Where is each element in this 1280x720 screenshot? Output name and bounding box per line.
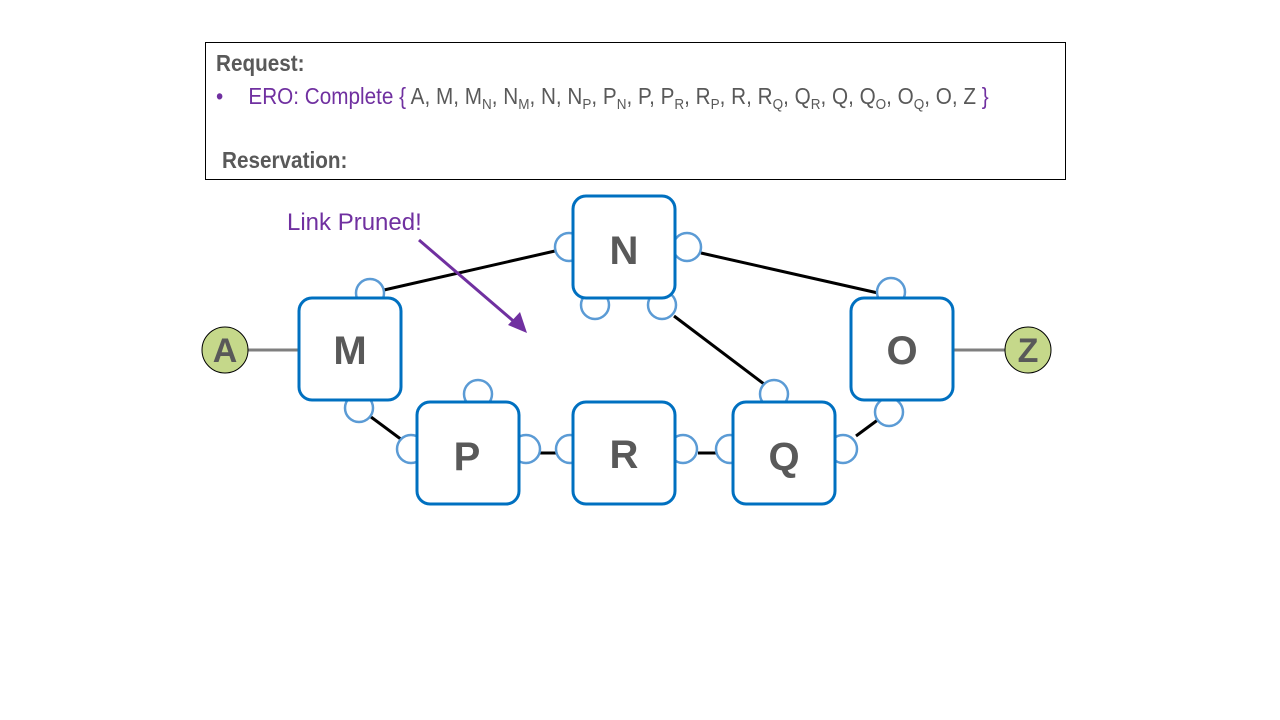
node-q [731, 400, 837, 506]
reservation-label: Reservation: [222, 147, 348, 173]
ero-hop: N [540, 83, 556, 109]
ero-hop: NM [503, 83, 530, 113]
ero-close-brace: } [981, 83, 989, 109]
endpoint-label-a: A [213, 332, 238, 370]
ero-line: •ERO: Complete { A, M, MN, NM, N, NP, PN… [216, 83, 989, 113]
ero-hop: RP [695, 83, 720, 113]
ero-hop: P [637, 83, 650, 109]
annotation-group: Link Pruned! [287, 209, 527, 333]
ero-hop-list: A, M, MN, NM, N, NP, PN, P, PR, RP, R, R… [410, 83, 977, 113]
ero-hop: Q [831, 83, 849, 109]
ero-hop: MN [464, 83, 492, 113]
link-n-o [700, 251, 879, 295]
endpoint-label-z: Z [1018, 332, 1039, 370]
ero-open-brace: { [399, 83, 407, 109]
ero-hop: NP [567, 83, 592, 113]
ero-hop: A [410, 83, 425, 109]
ero-hop: PN [602, 83, 627, 113]
link-m-p [370, 415, 403, 442]
port-n-right [671, 231, 703, 263]
node-label-p: P [454, 435, 481, 479]
link-n-q [673, 314, 765, 386]
nodes [297, 194, 955, 506]
port-o-bottom [873, 396, 905, 428]
ero-hop: M [435, 83, 454, 109]
node-r [571, 400, 677, 506]
ero-hop: OQ [897, 83, 925, 113]
endpoint-a [201, 326, 249, 374]
node-p [415, 400, 521, 506]
ero-hop: QO [859, 83, 887, 113]
node-label-m: M [333, 329, 366, 373]
ero-hop: Z [963, 83, 977, 109]
ero-hop: R [731, 83, 747, 109]
node-n [571, 194, 677, 300]
ero-hop: O [935, 83, 952, 109]
annotation-arrow-head-icon [508, 312, 527, 333]
node-label-r: R [610, 433, 639, 477]
node-label-q: Q [768, 435, 799, 479]
ero-hop: PR [660, 83, 685, 113]
node-o [849, 296, 955, 402]
node-label-n: N [610, 229, 639, 273]
endpoints: A Z [201, 326, 1052, 374]
request-box: Request: •ERO: Complete { A, M, MN, NM, … [205, 42, 1066, 180]
link-m-n [383, 249, 556, 292]
ero-hop: RQ [757, 83, 784, 113]
bullet-icon: • [216, 83, 224, 109]
link-pruned-annotation: Link Pruned! [287, 209, 422, 236]
endpoint-z [1004, 326, 1052, 374]
node-m [297, 296, 403, 402]
node-labels: M N O P R Q [333, 229, 917, 479]
ero-prefix: ERO: Complete [248, 83, 394, 109]
annotation-arrow-shaft [418, 238, 519, 327]
node-label-o: O [886, 329, 917, 373]
ero-hop: QR [794, 83, 821, 113]
link-q-o [855, 417, 880, 438]
request-label: Request: [216, 50, 305, 76]
